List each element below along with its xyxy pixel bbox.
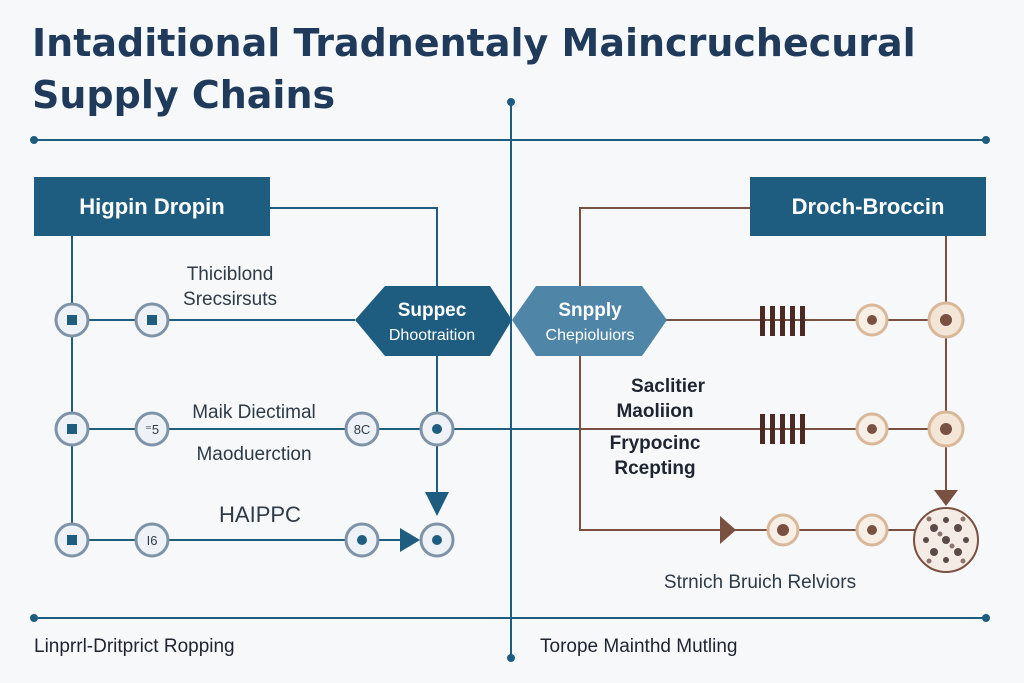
left-node-row2-b-text: ⁼5 (145, 422, 159, 437)
right-hexagon-subtitle: Chepioluiors (546, 327, 635, 344)
left-node-row2-a (54, 411, 90, 447)
left-header-box: Higpin Dropin (34, 177, 270, 236)
right-node-row2-b (927, 410, 965, 448)
right-hexagon-title: Snpply (558, 300, 622, 321)
left-label-upper-1: Thiciblond (187, 264, 274, 285)
right-label-bottom: Strnich Bruich Relviors (664, 572, 856, 593)
right-node-row3-a (766, 513, 800, 547)
left-node-row3-b: I6 (134, 522, 170, 558)
left-label-middle-1: Maik Diectimal (192, 402, 316, 423)
right-arrow-right (720, 516, 736, 544)
right-box-label: Droch-Broccin (792, 194, 945, 219)
left-arrow-down (425, 492, 449, 516)
left-node-row2-b: ⁼5 (134, 411, 170, 447)
left-connectors (71, 207, 580, 541)
right-node-row1-b (927, 301, 965, 339)
left-label-upper-2: Srecsirsuts (183, 289, 277, 310)
left-node-row2-c: 8C (344, 411, 380, 447)
right-label-lower-2: Rcepting (614, 458, 695, 479)
right-label-upper-1: Saclitier (631, 376, 706, 397)
right-bars-row2 (760, 414, 805, 444)
footer-left: Linprrl-Dritprict Ropping (34, 636, 235, 657)
right-node-row1-a (855, 303, 889, 337)
left-node-row3-c (344, 522, 380, 558)
left-node-row3-d (419, 522, 455, 558)
left-node-row2-c-text: 8C (354, 422, 371, 437)
left-label-middle-2: Maoduerction (196, 444, 311, 465)
right-connectors (579, 207, 947, 531)
left-arrow-right (400, 528, 420, 552)
right-label-upper-2: Maoliion (616, 401, 693, 422)
left-hexagon-subtitle: Dhootraition (389, 327, 475, 344)
center-divider (507, 98, 515, 662)
left-box-label: Higpin Dropin (79, 194, 224, 219)
title-line-2: Supply Chains (32, 73, 335, 117)
right-node-row3-b (855, 513, 889, 547)
right-header-box: Droch-Broccin (750, 177, 986, 236)
right-arrow-down (934, 490, 958, 506)
left-node-row3-b-text: I6 (147, 533, 158, 548)
right-node-row2-a (855, 412, 889, 446)
cluster-icon (913, 507, 979, 573)
footer-right: Torope Mainthd Mutling (540, 636, 738, 657)
left-node-row1-b (134, 302, 170, 338)
left-label-lower: HAIPPC (219, 502, 301, 527)
left-node-row2-d (419, 411, 455, 447)
left-hexagon: Suppec Dhootraition (355, 286, 512, 356)
right-hexagon: Snpply Chepioluiors (512, 286, 667, 356)
right-bars-row1 (760, 306, 805, 336)
title-line-1: Intaditional Tradnentaly Maincruchecural (32, 21, 916, 65)
left-hexagon-title: Suppec (398, 300, 467, 321)
left-node-row1-a (54, 302, 90, 338)
left-node-row3-a (54, 522, 90, 558)
right-label-lower-1: Frypocinc (610, 433, 701, 454)
